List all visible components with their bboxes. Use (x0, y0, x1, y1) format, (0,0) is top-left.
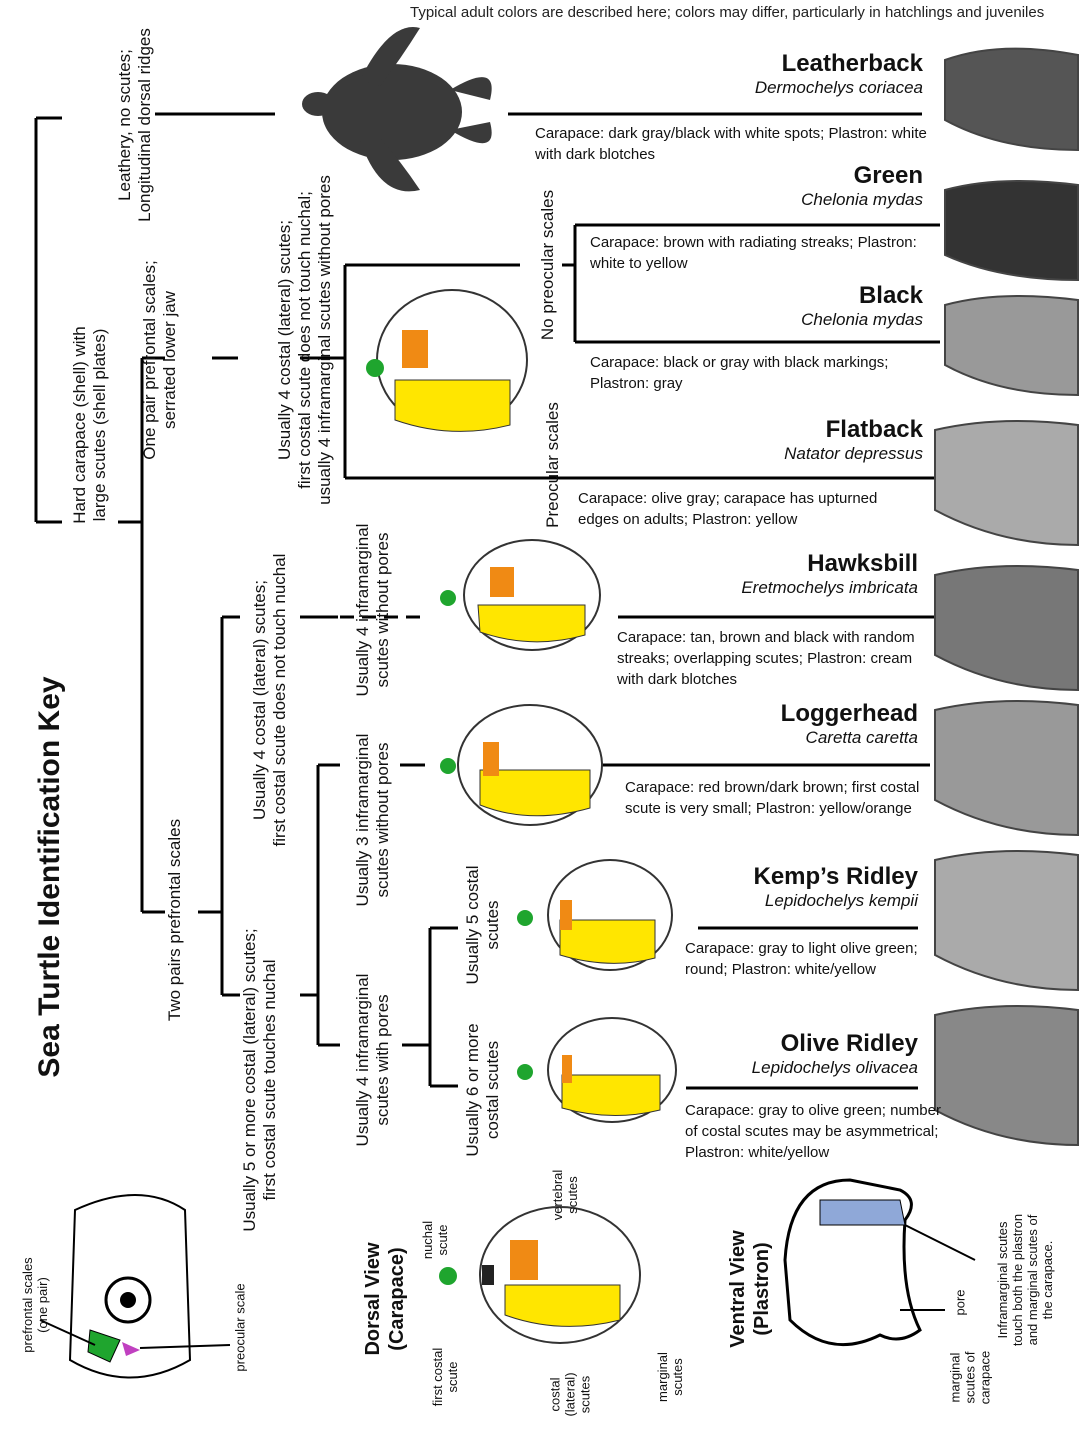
ventral-view-turtle (785, 1180, 975, 1345)
costal-4-top-label: Usually 4 costal (lateral) scutes; first… (275, 175, 335, 505)
flatback-description: Carapace: olive gray; carapace has uptur… (578, 488, 898, 530)
loggerhead-description: Carapace: red brown/dark brown; first co… (625, 777, 935, 819)
two-pairs-prefrontal-label: Two pairs prefrontal scales (165, 805, 185, 1035)
species-scientific-name: Chelonia mydas (801, 190, 923, 210)
species-scientific-name: Natator depressus (784, 444, 923, 464)
first-costal-scute-label: first costal scute (430, 1337, 460, 1417)
hard-carapace-label: Hard carapace (shell) with large scutes … (70, 310, 110, 540)
olive-ridley-shell (517, 1018, 676, 1122)
species-common-name: Kemp’s Ridley (754, 863, 919, 891)
green-description: Carapace: brown with radiating streaks; … (590, 232, 930, 274)
kemps-ridley-description: Carapace: gray to light olive green; rou… (685, 938, 935, 980)
costal6-label: Usually 6 or more costal scutes (463, 1010, 503, 1170)
olive-ridley-description: Carapace: gray to olive green; number of… (685, 1100, 945, 1163)
hawksbill-shell (440, 540, 600, 650)
species-scientific-name: Lepidochelys olivacea (752, 1058, 918, 1078)
preocular-label: Preocular scales (543, 395, 563, 535)
species-common-name: Black (801, 282, 923, 310)
preocular-scale-label: preocular scale (233, 1273, 248, 1383)
hawksbill-description: Carapace: tan, brown and black with rand… (617, 627, 932, 690)
marginal-scutes-label: marginal scutes (655, 1342, 685, 1412)
infra4-nopores-label: Usually 4 inframarginal scutes without p… (353, 515, 393, 705)
costal-5-label: Usually 5 or more costal (lateral) scute… (240, 915, 280, 1245)
species-scientific-name: Chelonia mydas (801, 310, 923, 330)
infra4-pores-label: Usually 4 inframarginal scutes with pore… (353, 965, 393, 1155)
species-common-name: Green (801, 162, 923, 190)
leatherback-description: Carapace: dark gray/black with white spo… (535, 123, 945, 165)
vertebral-scutes-label: vertebral scutes (550, 1160, 580, 1230)
species-common-name: Leatherback (755, 50, 923, 78)
species-common-name: Olive Ridley (752, 1030, 918, 1058)
black-name-block: Black Chelonia mydas (801, 282, 923, 330)
species-scientific-name: Dermochelys coriacea (755, 78, 923, 98)
prefrontal-scales-label: prefrontal scales (one pair) (20, 1250, 50, 1360)
dorsal-view-title: Dorsal View (Carapace) (361, 1224, 409, 1374)
no-preocular-label: No preocular scales (538, 185, 558, 345)
pore-label: pore (953, 1283, 968, 1323)
marginal-scutes-carapace-label: marginal scutes of carapace (948, 1333, 993, 1423)
costal-lateral-scutes-label: costal (lateral) scutes (548, 1360, 593, 1430)
loggerhead-shell (440, 705, 602, 825)
species-common-name: Hawksbill (741, 550, 918, 578)
species-scientific-name: Lepidochelys kempii (754, 891, 919, 911)
olive-ridley-name-block: Olive Ridley Lepidochelys olivacea (752, 1030, 918, 1078)
one-pair-prefrontal-label: One pair prefrontal scales; serrated low… (140, 260, 180, 460)
species-scientific-name: Caretta caretta (781, 728, 918, 748)
infra3-nopores-label: Usually 3 inframarginal scutes without p… (353, 725, 393, 915)
species-scientific-name: Eretmochelys imbricata (741, 578, 918, 598)
costal5-label: Usually 5 costal scutes (463, 855, 503, 995)
leatherback-name-block: Leatherback Dermochelys coriacea (755, 50, 923, 98)
leatherback-illustration (302, 27, 492, 191)
costal-4-mid-label: Usually 4 costal (lateral) scutes; first… (250, 535, 290, 865)
key-title: Sea Turtle Identification Key (33, 667, 67, 1087)
green-turtle-shell (366, 290, 527, 431)
black-description: Carapace: black or gray with black marki… (590, 352, 910, 394)
loggerhead-name-block: Loggerhead Caretta caretta (781, 700, 918, 748)
adult-colors-note: Typical adult colors are described here;… (410, 4, 1044, 21)
ventral-view-title: Ventral View (Plastron) (726, 1214, 774, 1364)
species-common-name: Flatback (784, 416, 923, 444)
species-common-name: Loggerhead (781, 700, 918, 728)
green-name-block: Green Chelonia mydas (801, 162, 923, 210)
head-sketches (935, 49, 1078, 1145)
hawksbill-name-block: Hawksbill Eretmochelys imbricata (741, 550, 918, 598)
head-diagram (40, 1195, 230, 1378)
leathery-label: Leathery, no scutes; Longitudinal dorsal… (115, 10, 155, 240)
nuchal-scute-label: nuchal scute (420, 1210, 450, 1270)
kemps-ridley-shell (517, 860, 672, 970)
flatback-name-block: Flatback Natator depressus (784, 416, 923, 464)
kemps-ridley-name-block: Kemp’s Ridley Lepidochelys kempii (754, 863, 919, 911)
inframarginal-note: Inframarginal scutes touch both the plas… (995, 1195, 1055, 1365)
dorsal-view-turtle (439, 1207, 640, 1343)
